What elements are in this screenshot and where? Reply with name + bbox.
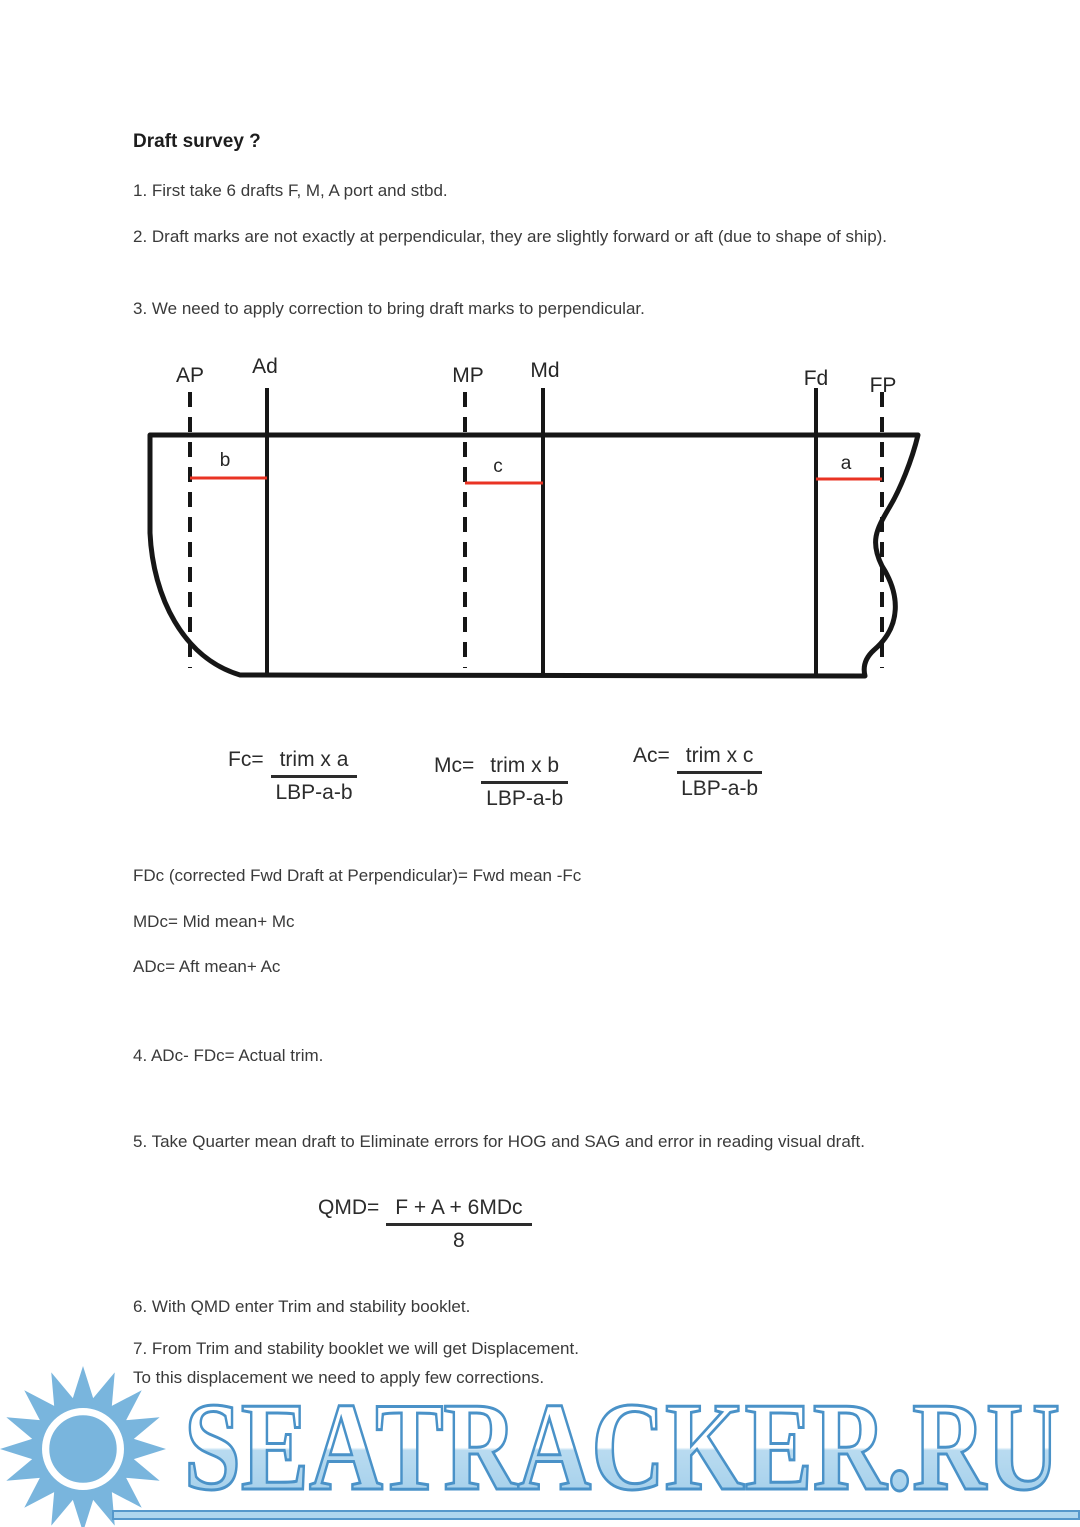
paragraph-adc-definition: ADc= Aft mean+ Ac [133, 957, 281, 976]
label-distance-c: c [493, 456, 503, 477]
sun-disc [42, 1408, 124, 1490]
label-ap: AP [176, 364, 204, 387]
page-title: Draft survey ? [133, 131, 261, 152]
label-fd: Fd [804, 367, 829, 390]
formula-ac-denominator: LBP-a-b [681, 777, 759, 800]
formula-ac: Ac= trim x c LBP-a-b [633, 744, 763, 801]
formula-ac-fraction: trim x c LBP-a-b [676, 744, 763, 801]
label-ad: Ad [252, 355, 278, 378]
label-md: Md [530, 359, 559, 382]
formula-qmd-denominator: 8 [453, 1229, 465, 1252]
formula-fc: Fc= trim x a LBP-a-b [228, 748, 358, 805]
label-distance-a: a [841, 453, 852, 474]
label-distance-b: b [220, 450, 231, 471]
paragraph-step-6: 6. With QMD enter Trim and stability boo… [133, 1297, 471, 1316]
formula-mc-lhs: Mc= [434, 754, 475, 777]
paragraph-step-4: 4. ADc- FDc= Actual trim. [133, 1046, 324, 1065]
formula-mc-denominator: LBP-a-b [486, 787, 564, 810]
formula-qmd-lhs: QMD= [318, 1196, 380, 1219]
watermark-logo: SEATRACKER.RU [183, 1390, 1062, 1510]
paragraph-step-3: 3. We need to apply correction to bring … [133, 299, 645, 318]
paragraph-step-7-line1: 7. From Trim and stability booklet we wi… [133, 1339, 579, 1358]
ship-draft-correction-diagram: AP Ad MP Md Fd FP b c a [147, 355, 921, 679]
paragraph-mdc-definition: MDc= Mid mean+ Mc [133, 912, 295, 931]
ship-hull-outline [147, 432, 921, 679]
paragraph-step-2: 2. Draft marks are not exactly at perpen… [133, 227, 888, 246]
paragraph-step-7-line2: To this displacement we need to apply fe… [133, 1368, 545, 1387]
formula-ac-lhs: Ac= [633, 744, 670, 767]
paragraph-fdc-definition: FDc (corrected Fwd Draft at Perpendicula… [133, 866, 582, 885]
formula-qmd-numerator: F + A + 6MDc [386, 1196, 532, 1226]
formula-mc-numerator: trim x b [481, 754, 569, 784]
formula-qmd-fraction: F + A + 6MDc 8 [386, 1196, 532, 1253]
paragraph-step-1: 1. First take 6 drafts F, M, A port and … [133, 181, 448, 200]
sun-icon [0, 1366, 166, 1527]
watermark-text: SEATRACKER.RU [184, 1390, 1060, 1510]
formula-ac-numerator: trim x c [676, 744, 763, 774]
formula-mc-fraction: trim x b LBP-a-b [481, 754, 569, 811]
formula-fc-denominator: LBP-a-b [275, 781, 353, 804]
formula-fc-numerator: trim x a [270, 748, 358, 778]
label-fp: FP [870, 374, 897, 397]
formula-mc: Mc= trim x b LBP-a-b [434, 754, 569, 811]
paragraph-step-5: 5. Take Quarter mean draft to Eliminate … [133, 1132, 865, 1151]
formula-fc-fraction: trim x a LBP-a-b [270, 748, 358, 805]
formula-fc-lhs: Fc= [228, 748, 264, 771]
formula-qmd: QMD= F + A + 6MDc 8 [318, 1196, 532, 1253]
watermark-underline [112, 1510, 1080, 1520]
label-mp: MP [452, 364, 484, 387]
